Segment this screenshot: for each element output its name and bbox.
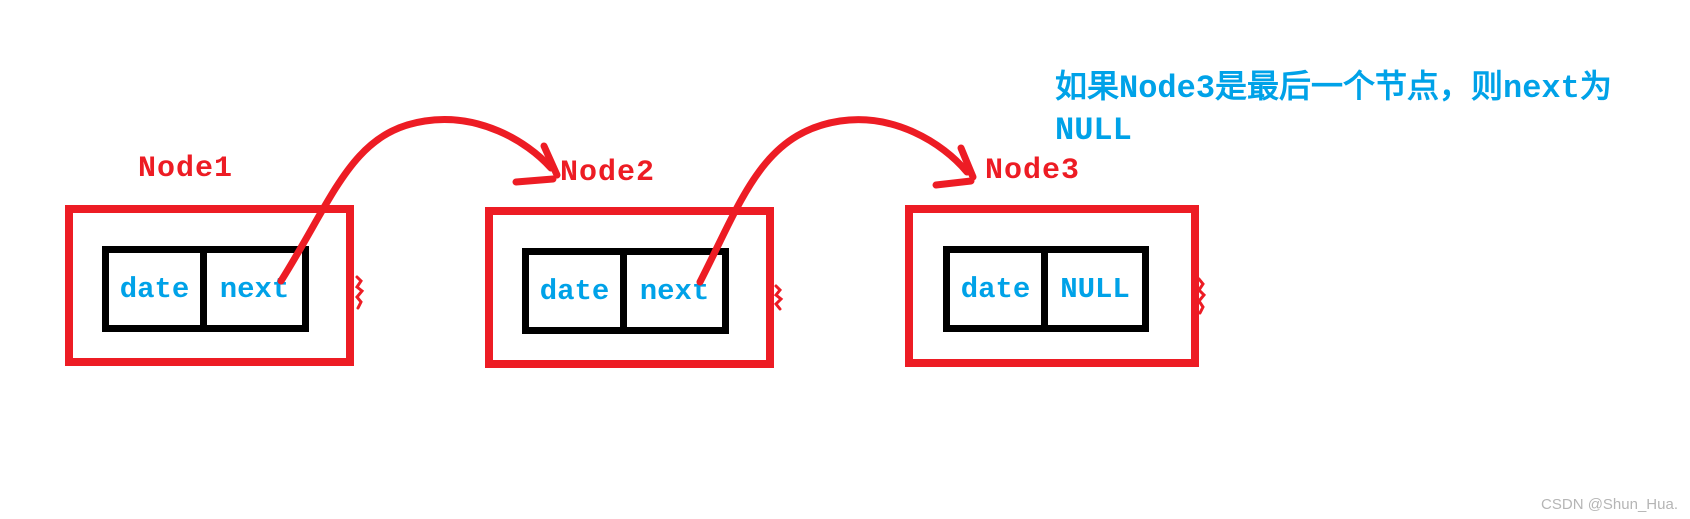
node2-next-cell: next bbox=[639, 274, 710, 308]
node2-label: Node2 bbox=[560, 156, 656, 190]
node1-next-cell: next bbox=[219, 272, 290, 306]
node3-record: date NULL bbox=[943, 246, 1149, 332]
node2-date-cell: date bbox=[529, 255, 627, 327]
annotation-line2: NULL bbox=[1055, 112, 1132, 149]
node1-record: date next bbox=[102, 246, 309, 332]
node2-box: date next bbox=[485, 207, 774, 368]
node3-date-cell: date bbox=[950, 253, 1048, 325]
node1-box: date next bbox=[65, 205, 354, 366]
node2-record: date next bbox=[522, 248, 729, 334]
node3-box: date NULL bbox=[905, 205, 1199, 367]
node1-label: Node1 bbox=[138, 152, 234, 186]
node3-null-cell: NULL bbox=[1060, 272, 1130, 306]
node1-date-cell: date bbox=[109, 253, 207, 325]
annotation-note: 如果Node3是最后一个节点，则next为 NULL bbox=[1055, 68, 1655, 152]
annotation-line1: 如果Node3是最后一个节点，则next为 bbox=[1055, 70, 1612, 107]
node3-label: Node3 bbox=[985, 154, 1081, 188]
csdn-watermark: CSDN @Shun_Hua. bbox=[1541, 496, 1678, 513]
